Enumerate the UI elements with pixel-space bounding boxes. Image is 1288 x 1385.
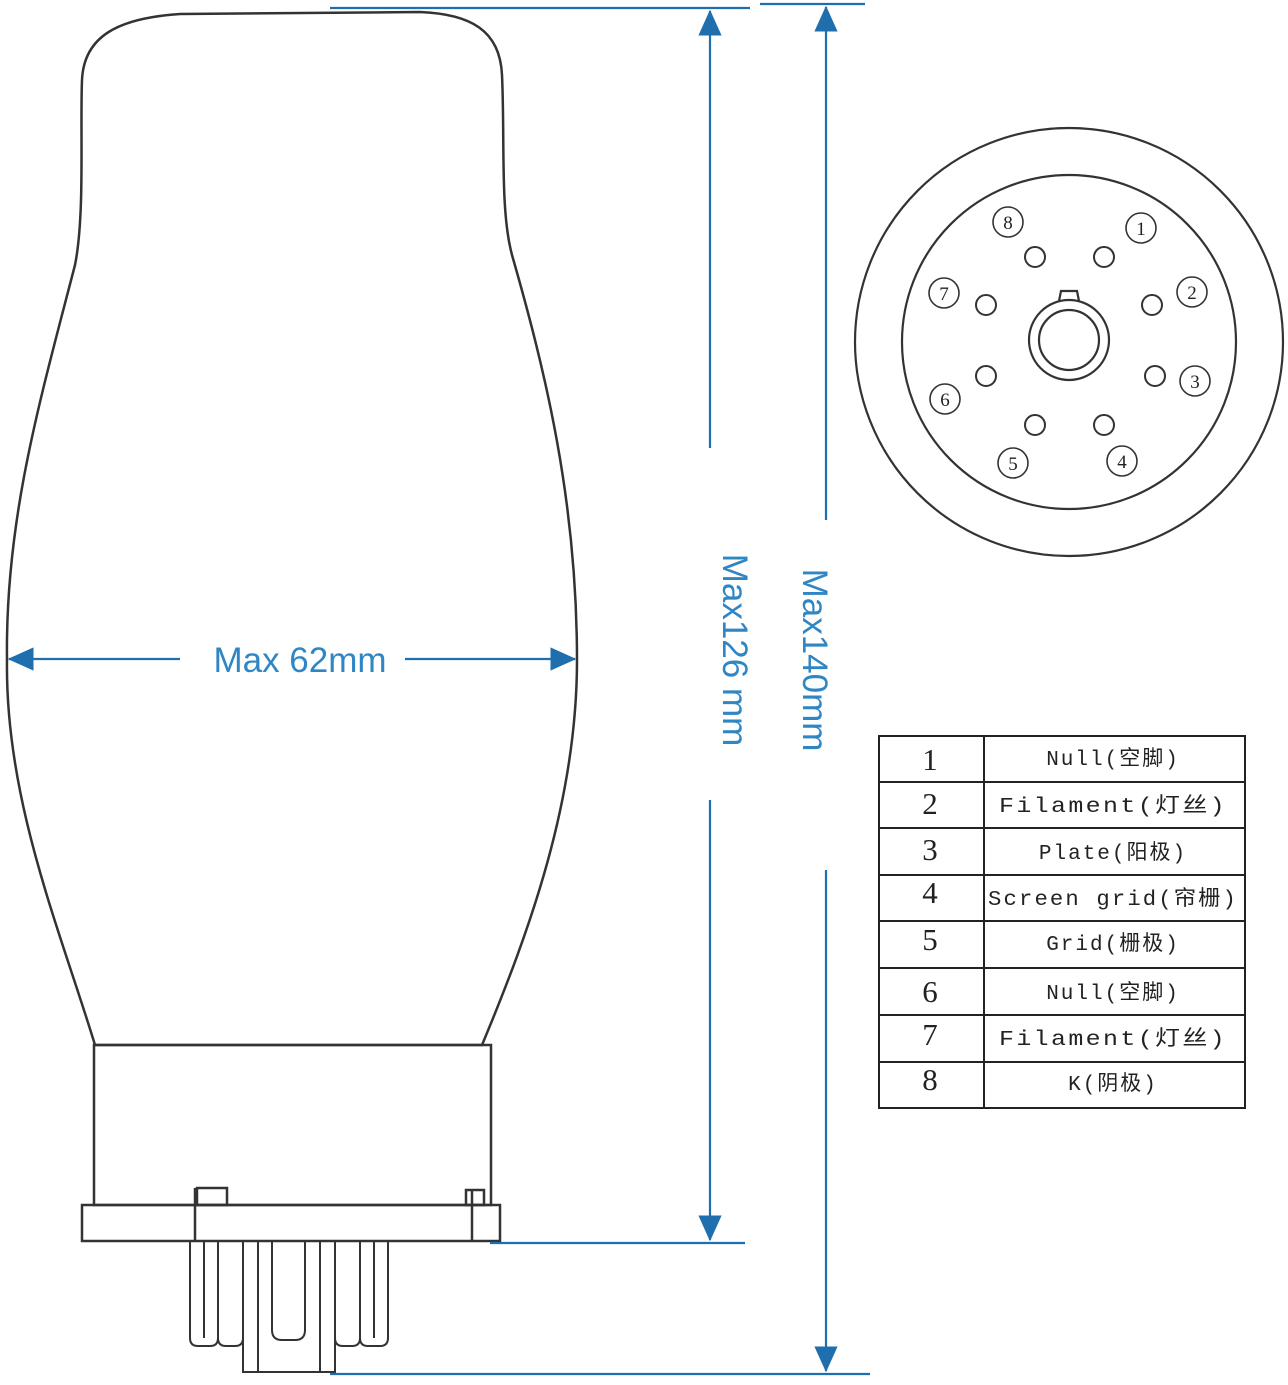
pin-hole [1093, 414, 1115, 436]
table-cell-pin: 2 [922, 786, 938, 821]
table-cell-pin: 7 [922, 1017, 938, 1052]
base-pin [217, 1241, 244, 1347]
table-cell-function: Screen grid(帘栅) [988, 887, 1238, 912]
table-cell-pin: 1 [922, 742, 938, 777]
table-row: 2 Filament(灯丝) [922, 786, 1227, 821]
table-cell-pin: 6 [922, 974, 938, 1009]
pin-hole [1141, 294, 1163, 316]
pin-hole [1024, 414, 1046, 436]
pin-label-7: 7 [939, 284, 949, 305]
table-row: 5 Grid(栅极) [922, 922, 1180, 957]
pinout-table: 1 Null(空脚) 2 Filament(灯丝) 3 Plate(阳极) 4 … [878, 735, 1246, 1109]
pin-label-8: 8 [1003, 213, 1013, 234]
pin-label-1: 1 [1136, 219, 1146, 240]
table-cell-function: Null(空脚) [1046, 747, 1180, 772]
pin-label-5: 5 [1008, 454, 1018, 475]
table-cell-function: Grid(栅极) [1046, 932, 1180, 957]
table-cell-pin: 3 [922, 832, 938, 867]
pin-hole [1144, 365, 1166, 387]
pin-number-circles [928, 206, 1211, 479]
table-grid [878, 735, 1246, 1109]
table-cell-function: Null(空脚) [1046, 981, 1180, 1006]
table-row: 1 Null(空脚) [922, 742, 1180, 777]
socket-bottom-view [853, 126, 1285, 558]
center-key-notch [1057, 289, 1081, 302]
pin-hole [975, 294, 997, 316]
table-cell-function: Filament(灯丝) [999, 1027, 1227, 1052]
table-row: 8 K(阴极) [922, 1062, 1158, 1097]
center-key-post [242, 1241, 336, 1373]
base-pins [189, 1241, 389, 1373]
pin-holes [975, 246, 1166, 436]
table-cell-function: K(阴极) [1068, 1072, 1158, 1097]
overall-height-label: Max140mm [795, 569, 834, 752]
table-cell-function: Filament(灯丝) [999, 794, 1227, 819]
table-rows: 1 Null(空脚) 2 Filament(灯丝) 3 Plate(阳极) 4 … [922, 742, 1238, 1097]
pin-number-labels: 1 2 3 4 5 6 7 8 [939, 213, 1200, 475]
table-cell-pin: 8 [922, 1062, 938, 1097]
base-pin [271, 1241, 306, 1341]
width-dimension-label: Max 62mm [213, 641, 386, 680]
center-key-inner [1037, 308, 1101, 372]
tube-base [92, 1043, 493, 1207]
socket-inner-ring [900, 173, 1238, 511]
seated-height-label: Max126 mm [715, 554, 754, 747]
pin-hole [1024, 246, 1046, 268]
table-row: 6 Null(空脚) [922, 974, 1180, 1009]
pin-label-3: 3 [1190, 372, 1200, 393]
table-cell-function: Plate(阳极) [1039, 841, 1187, 866]
table-row: 3 Plate(阳极) [922, 832, 1187, 867]
base-pin [334, 1241, 361, 1347]
pin-hole [1093, 246, 1115, 268]
dimension-lines [7, 2, 870, 1376]
key-tab-left [195, 1186, 229, 1207]
pin-label-4: 4 [1117, 452, 1127, 473]
table-cell-pin: 5 [922, 922, 938, 957]
key-tab-right [464, 1188, 486, 1207]
table-cell-pin: 4 [922, 875, 938, 910]
pin-hole [975, 365, 997, 387]
socket-outer-ring [853, 126, 1285, 558]
base-pin [359, 1241, 389, 1347]
table-row: 7 Filament(灯丝) [922, 1017, 1227, 1052]
pin-label-2: 2 [1187, 283, 1197, 304]
table-row: 4 Screen grid(帘栅) [922, 875, 1238, 912]
glass-envelope [5, 10, 579, 1047]
pin-label-6: 6 [940, 390, 950, 411]
base-flange [80, 1203, 502, 1243]
tube-drawing [5, 10, 579, 1373]
center-key-outer [1027, 298, 1111, 382]
